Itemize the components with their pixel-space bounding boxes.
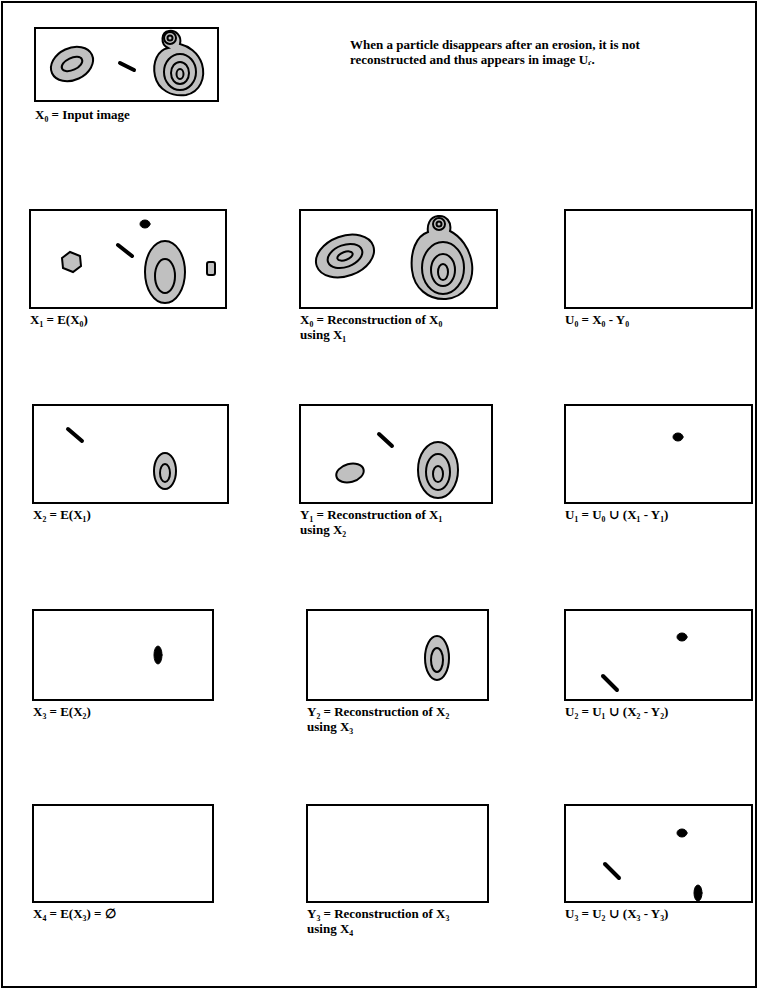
panel-caption: X₃ = E(X₂) xyxy=(33,705,208,720)
panel-caption: Y₁ = Reconstruction of X₁ using X₂ xyxy=(300,508,465,538)
note-text: When a particle disappears after an eros… xyxy=(350,38,700,68)
panel-caption: Y₃ = Reconstruction of X₃ using X₄ xyxy=(307,907,472,937)
panel-caption: X₀ = Input image xyxy=(35,108,235,123)
panel-caption: X₄ = E(X₃) = ∅ xyxy=(33,907,208,922)
panel-caption: X₂ = E(X₁) xyxy=(33,508,223,523)
panel-caption: U₁ = U₀ ∪ (X₁ - Y₁) xyxy=(565,508,750,523)
panel-caption: Y₂ = Reconstruction of X₂ using X₃ xyxy=(307,705,472,735)
panel-caption: U₂ = U₁ ∪ (X₂ - Y₂) xyxy=(565,705,750,720)
panel-caption: X₀ = Reconstruction of X₀ using X₁ xyxy=(300,313,465,343)
panel-caption: U₀ = X₀ - Y₀ xyxy=(565,313,750,328)
panel-caption: U₃ = U₂ ∪ (X₃ - Y₃) xyxy=(565,907,750,922)
panel-caption: X₁ = E(X₀) xyxy=(30,313,220,328)
